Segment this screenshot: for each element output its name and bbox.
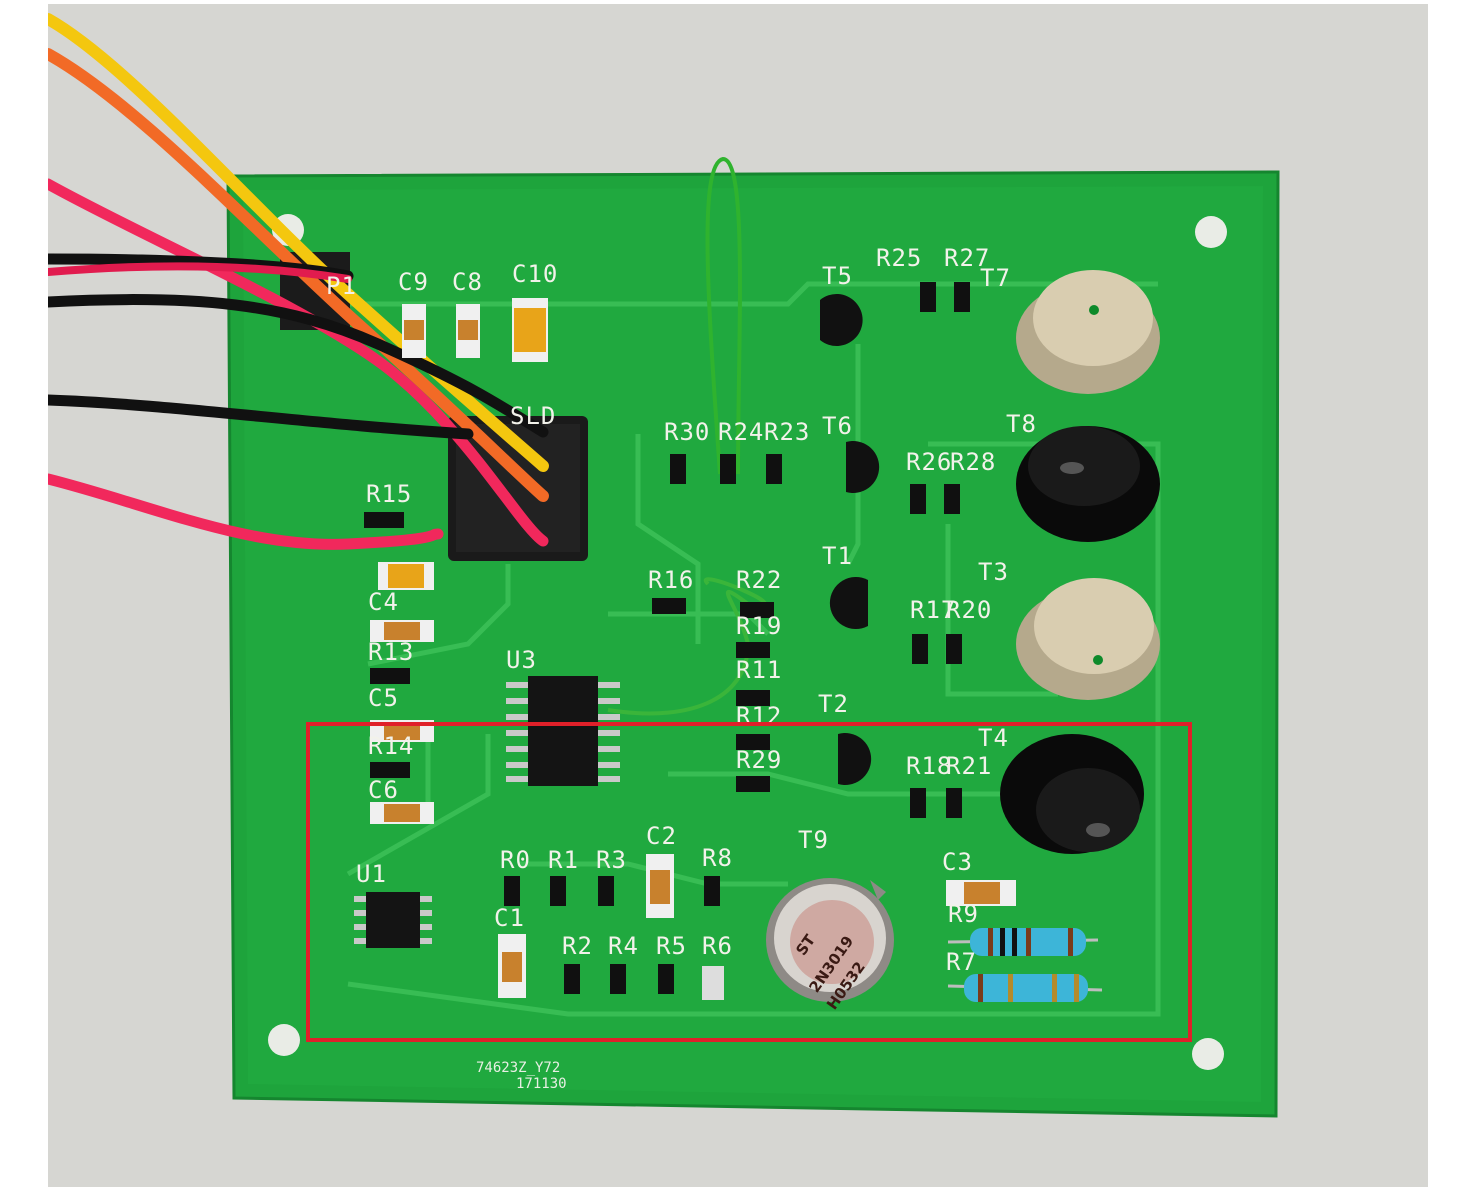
transistor-t9 <box>766 878 894 1002</box>
label-r5: R5 <box>656 932 687 960</box>
label-t3: T3 <box>978 558 1009 586</box>
transistor-t2 <box>838 733 872 785</box>
sensor-t4 <box>1000 734 1144 854</box>
label-r25: R25 <box>876 244 922 272</box>
label-r20: R20 <box>946 596 992 624</box>
mounting-hole <box>1195 216 1227 248</box>
label-r28: R28 <box>950 448 996 476</box>
sensor-t7 <box>1016 270 1160 394</box>
label-p1: P1 <box>326 272 357 300</box>
label-r11: R11 <box>736 656 782 684</box>
label-r14: R14 <box>368 732 414 760</box>
label-r6: R6 <box>702 932 733 960</box>
label-u1: U1 <box>356 860 387 888</box>
label-r29: R29 <box>736 746 782 774</box>
label-c6: C6 <box>368 776 399 804</box>
label-t8: T8 <box>1006 410 1037 438</box>
wires <box>48 13 549 550</box>
label-t6: T6 <box>822 412 853 440</box>
label-r18: R18 <box>906 752 952 780</box>
label-c2: C2 <box>646 822 677 850</box>
label-r22: R22 <box>736 566 782 594</box>
mounting-hole <box>1192 1038 1224 1070</box>
resistor-r14 <box>370 762 410 778</box>
sensor-t8 <box>1016 426 1160 542</box>
label-r13: R13 <box>368 638 414 666</box>
label-r21: R21 <box>946 752 992 780</box>
resistor-r7 <box>947 974 1103 1002</box>
label-c1: C1 <box>494 904 525 932</box>
component-r6 <box>702 966 724 1000</box>
label-c5: C5 <box>368 684 399 712</box>
label-r4: R4 <box>608 932 639 960</box>
label-r15: R15 <box>366 480 412 508</box>
label-c4: C4 <box>368 588 399 616</box>
label-r24: R24 <box>718 418 764 446</box>
label-sld: SLD <box>510 402 556 430</box>
label-t5: T5 <box>822 262 853 290</box>
transistor-t1 <box>829 577 868 629</box>
label-r9: R9 <box>948 900 979 928</box>
resistor-r9 <box>947 928 1099 956</box>
label-c10: C10 <box>512 260 558 288</box>
label-r2: R2 <box>562 932 593 960</box>
label-r3: R3 <box>596 846 627 874</box>
lower-smd-resistors <box>504 876 720 994</box>
label-t4: T4 <box>978 724 1009 752</box>
label-r7: R7 <box>946 948 977 976</box>
smd-resistors <box>652 282 970 818</box>
label-r8: R8 <box>702 844 733 872</box>
label-u3: U3 <box>506 646 537 674</box>
label-c9: C9 <box>398 268 429 296</box>
board-code: 74623Z_Y72 <box>476 1060 560 1076</box>
label-r26: R26 <box>906 448 952 476</box>
label-r23: R23 <box>764 418 810 446</box>
label-t2: T2 <box>818 690 849 718</box>
chip-u3 <box>506 676 620 786</box>
resistor-r13 <box>370 668 410 684</box>
sensor-t3 <box>1016 578 1160 700</box>
label-r17: R17 <box>910 596 956 624</box>
chip-u1 <box>354 892 432 948</box>
pcb-scene: P1 C9 C8 C10 SLD R15 C4 R13 C5 R14 C6 U3… <box>48 4 1428 1187</box>
label-r16: R16 <box>648 566 694 594</box>
board-date: 171130 <box>516 1076 567 1092</box>
label-c3: C3 <box>942 848 973 876</box>
label-r30: R30 <box>664 418 710 446</box>
label-r19: R19 <box>736 612 782 640</box>
resistor-r15 <box>364 512 404 528</box>
label-t7: T7 <box>980 264 1011 292</box>
pcb-photo: P1 C9 C8 C10 SLD R15 C4 R13 C5 R14 C6 U3… <box>48 4 1428 1187</box>
transistor-t6 <box>846 441 880 493</box>
label-c8: C8 <box>452 268 483 296</box>
highlight-box <box>306 722 1192 1042</box>
label-t1: T1 <box>822 542 853 570</box>
label-r1: R1 <box>548 846 579 874</box>
label-t9: T9 <box>798 826 829 854</box>
label-r27: R27 <box>944 244 990 272</box>
transistor-t5 <box>820 294 863 347</box>
mounting-hole <box>268 1024 300 1056</box>
label-r0: R0 <box>500 846 531 874</box>
